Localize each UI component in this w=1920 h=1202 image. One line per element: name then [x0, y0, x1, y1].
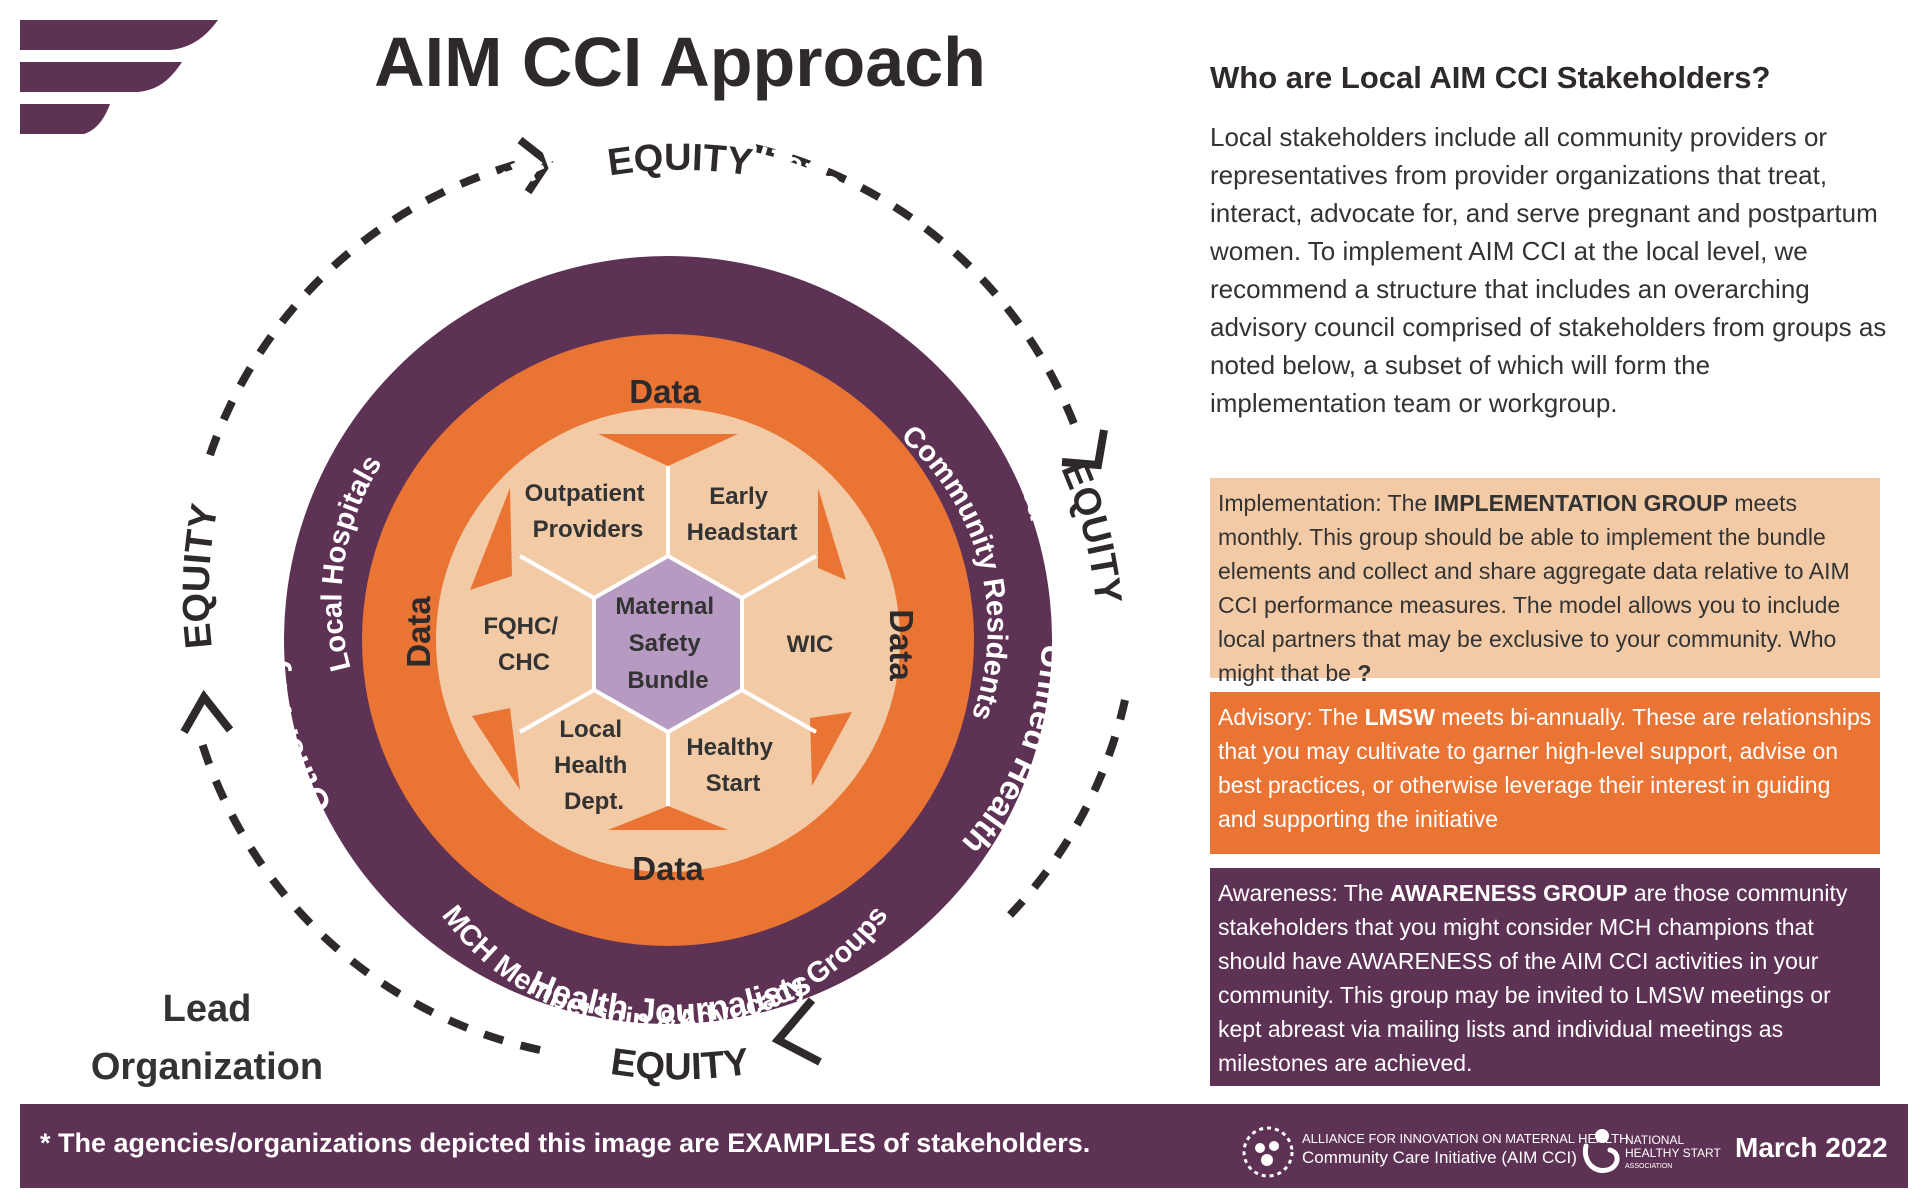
stakeholder-diagram: Faith-Based Organizations Medicaid Unite… — [175, 136, 1129, 1089]
footer-bar — [20, 1104, 1908, 1188]
hex-grid — [519, 466, 817, 806]
center-maternal-safety-bundle: Maternal Safety Bundle — [615, 593, 720, 694]
wedge-lower-left — [472, 708, 520, 790]
brand-logo-mark — [20, 20, 218, 134]
lead-line-1: Lead — [162, 988, 252, 1030]
arrow-head-bottom — [771, 997, 822, 1066]
wedge-upper-left — [470, 488, 512, 590]
advisory-text: meets bi-annually. These are relationshi… — [1218, 704, 1872, 832]
wedge-upper-right — [818, 488, 846, 580]
arrow-head-top — [517, 136, 554, 195]
awareness-prefix: Awareness: The — [1218, 880, 1390, 906]
hex-outpatient-providers: Outpatient Providers — [525, 480, 652, 543]
implementation-end: ? — [1357, 660, 1372, 686]
data-label-top: Data — [629, 373, 701, 410]
nhsa-logo-icon — [1582, 1129, 1620, 1173]
arrow-head-right — [1061, 429, 1108, 470]
equity-label-top: EQUITY — [605, 137, 755, 185]
implementation-box: Implementation: The IMPLEMENTATION GROUP… — [1210, 478, 1880, 686]
lead-line-2: Organization — [90, 1046, 324, 1088]
advisory-box: Advisory: The LMSW meets bi-annually. Th… — [1210, 692, 1880, 854]
nhsa-line-3: ASSOCIATION — [1625, 1163, 1673, 1170]
aim-logo-line-2: Community Care Initiative (AIM CCI) — [1302, 1148, 1577, 1167]
aim-logo-line-1: ALLIANCE FOR INNOVATION ON MATERNAL HEAL… — [1302, 1131, 1629, 1146]
hex-early-headstart: Early Headstart — [687, 483, 798, 546]
wedge-top — [598, 434, 738, 466]
equity-label-left: EQUITY — [176, 501, 227, 651]
stakeholders-heading: Who are Local AIM CCI Stakeholders? — [1210, 60, 1771, 95]
advisory-group: LMSW — [1364, 704, 1435, 730]
hex-local-health-dept: Local Health Dept. — [554, 716, 634, 815]
equity-arc-top-right — [754, 144, 1084, 442]
aim-cci-logo-text: ALLIANCE FOR INNOVATION ON MATERNAL HEAL… — [1302, 1131, 1629, 1169]
implementation-group: IMPLEMENTATION GROUP — [1433, 490, 1728, 516]
footer-note: * The agencies/organizations depicted th… — [40, 1128, 1091, 1158]
page-title: AIM CCI Approach — [374, 23, 986, 101]
data-label-right: Data — [883, 609, 920, 681]
wedge-bottom — [608, 806, 728, 830]
stakeholders-paragraph: Local stakeholders include all community… — [1210, 122, 1887, 418]
wedge-lower-right — [810, 712, 852, 786]
equity-arc-top-left — [206, 158, 527, 457]
nhsa-logo-text: NATIONAL HEALTHY START ASSOCIATION — [1625, 1134, 1721, 1173]
arrow-head-left — [180, 689, 234, 734]
data-label-left: Data — [400, 596, 437, 668]
equity-arc-right — [1007, 699, 1129, 918]
hex-wic: WIC — [787, 631, 834, 658]
data-wedges — [470, 434, 852, 830]
implementation-prefix: Implementation: The — [1218, 490, 1434, 516]
lead-organization-label: Lead Organization — [72, 980, 342, 1096]
footer-date: March 2022 — [1735, 1132, 1888, 1163]
implementation-text: meets monthly. This group should be able… — [1218, 490, 1850, 686]
data-label-bottom: Data — [632, 850, 704, 887]
center-hexagon — [592, 553, 744, 735]
hex-healthy-start: Healthy Start — [686, 734, 779, 797]
hex-fqhc-chc: FQHC/ CHC — [483, 613, 564, 676]
advisory-prefix: Advisory: The — [1218, 704, 1365, 730]
awareness-text: are those community stakeholders that yo… — [1218, 880, 1848, 1076]
awareness-box: Awareness: The AWARENESS GROUP are those… — [1210, 868, 1880, 1086]
nhsa-line-2: HEALTHY START — [1625, 1146, 1721, 1160]
awareness-group: AWARENESS GROUP — [1389, 880, 1628, 906]
equity-cycle — [194, 144, 1129, 1054]
aim-cci-logo-icon — [1242, 1126, 1294, 1178]
nhsa-line-1: NATIONAL — [1625, 1133, 1685, 1147]
equity-arc-bottom-left — [194, 728, 541, 1054]
equity-arrowheads — [180, 136, 1108, 1066]
equity-label-right: EQUITY — [1053, 456, 1129, 606]
equity-label-bottom: EQUITY — [608, 1041, 751, 1088]
